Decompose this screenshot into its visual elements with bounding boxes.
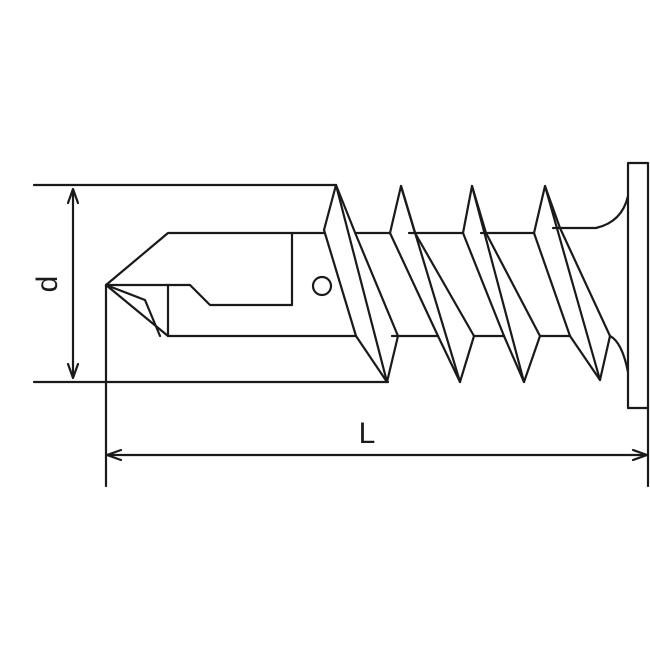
screw-thread <box>322 183 612 384</box>
screw-head <box>626 161 650 410</box>
tip-flute-hole <box>311 275 333 297</box>
diameter-dimension-line <box>66 187 80 380</box>
diameter-label: d <box>31 276 64 293</box>
length-dimension-line <box>105 448 649 462</box>
drill-tip <box>104 231 358 338</box>
head-fillet <box>594 194 630 374</box>
length-label: L <box>359 417 376 450</box>
thread-flanks <box>322 183 612 384</box>
